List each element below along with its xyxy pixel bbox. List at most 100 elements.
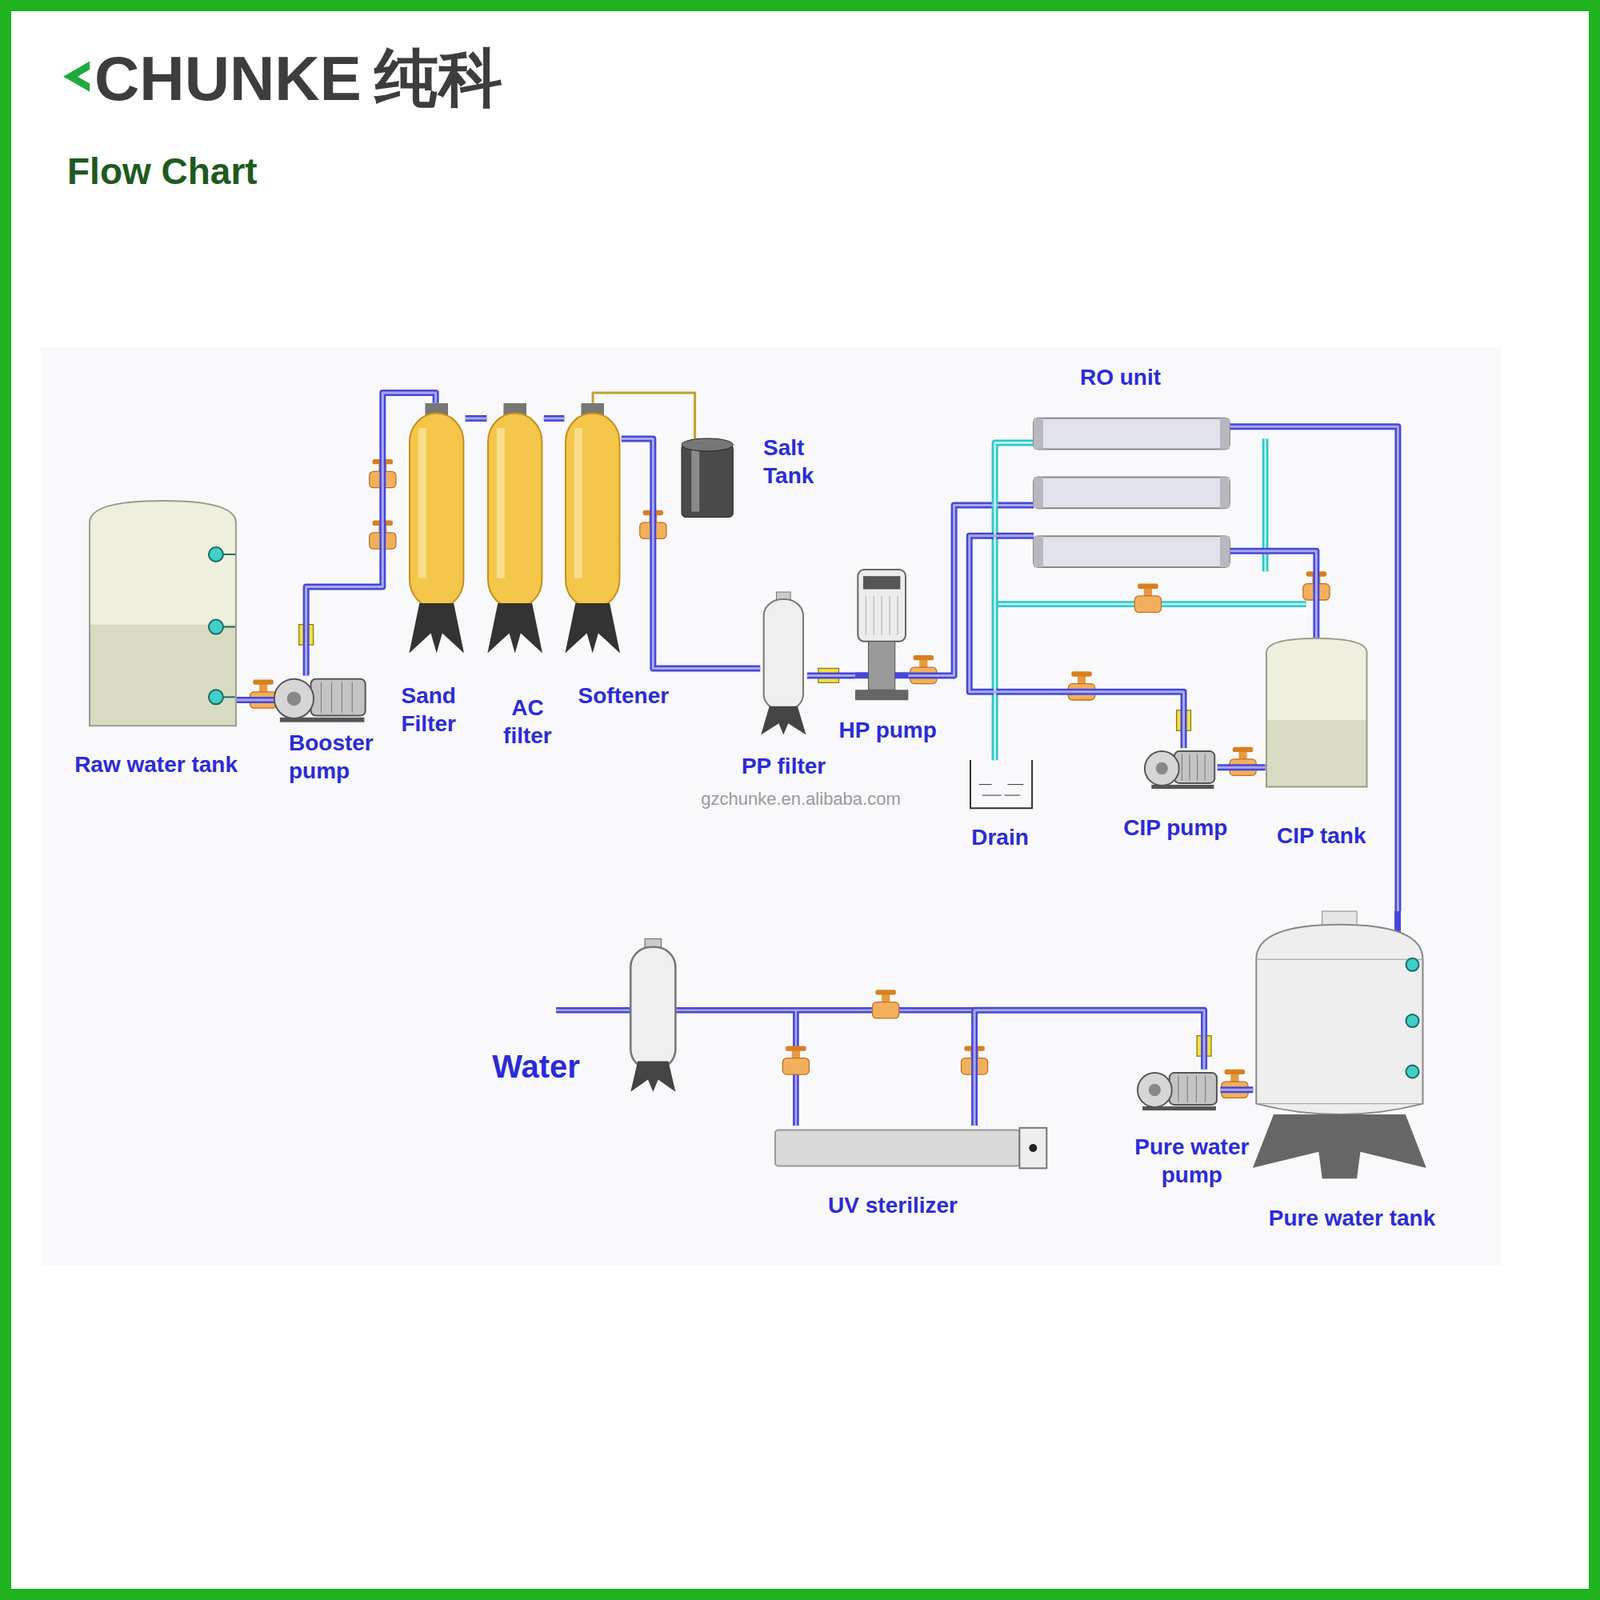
equipment-shape — [888, 595, 890, 635]
ro-unit: RO unit — [1033, 413, 1230, 569]
pipe-highlight — [556, 1010, 975, 1126]
valve-symbol — [1232, 747, 1254, 752]
equipment-shape — [1256, 924, 1424, 1115]
backdrop — [40, 347, 1503, 1266]
softener: Softener — [564, 403, 621, 654]
pipe-highlight — [465, 416, 488, 420]
equipment-label: HP pump — [838, 716, 936, 744]
pipe-connector — [1217, 764, 1266, 771]
pipe-connector — [236, 696, 276, 704]
equipment-shape — [760, 706, 806, 736]
equipment-shape — [1256, 1103, 1424, 1104]
equipment-shape — [855, 689, 908, 700]
valve-symbol — [1224, 1069, 1246, 1075]
equipment-shape — [1033, 413, 1230, 569]
equipment-shape — [418, 428, 427, 579]
equipment-shape — [1033, 536, 1230, 568]
outlet-filter — [630, 947, 676, 1070]
equipment-shape — [1174, 751, 1215, 784]
equipment-shape — [287, 692, 302, 707]
equipment-shape — [1252, 1114, 1427, 1179]
equipment-label: UV sterilizer — [828, 1191, 958, 1220]
equipment-shape — [1178, 1075, 1180, 1102]
equipment-shape — [979, 784, 992, 785]
cip-tank: CIP tank — [1265, 637, 1368, 788]
equipment-shape — [1265, 720, 1368, 788]
equipment-label: Softener — [578, 681, 670, 710]
pipe-highlight — [995, 443, 1034, 761]
equipment-shape — [565, 603, 621, 654]
equipment-shape — [88, 624, 237, 727]
valve-symbol — [910, 655, 937, 684]
equipment-shape — [352, 682, 353, 713]
pipe-highlight — [1217, 766, 1266, 769]
pipe-highlight — [807, 674, 856, 677]
equipment-label: Pure water tank — [1268, 1204, 1436, 1232]
salt-tank: Salt Tank — [680, 438, 734, 518]
title: Flow Chart — [67, 148, 258, 196]
equipment-shape — [1137, 1072, 1172, 1108]
outlet-label: Water — [492, 1046, 580, 1087]
pipe-highlight — [544, 416, 565, 420]
valve-symbol — [872, 989, 900, 1019]
valve-symbol — [1134, 596, 1161, 612]
equipment-shape — [1252, 911, 1427, 1179]
equipment-shape — [1007, 784, 1024, 785]
equipment-shape — [1181, 754, 1183, 781]
equipment-shape — [341, 682, 343, 713]
equipment-shape — [488, 603, 544, 654]
equipment-label: Salt Tank — [763, 433, 844, 490]
equipment-shape — [691, 448, 700, 512]
sand-filter: Sand Filter — [408, 403, 465, 654]
equipment-shape — [496, 428, 505, 579]
watermark: gzchunke.en.alibaba.com — [700, 788, 901, 811]
equipment-shape — [1187, 1075, 1188, 1102]
equipment-shape — [1196, 1075, 1197, 1102]
equipment-shape — [855, 569, 908, 700]
pipe-connector — [1229, 551, 1316, 638]
valve-symbol — [250, 679, 277, 708]
valve-symbol — [872, 1002, 900, 1019]
pipe-connector — [807, 672, 856, 679]
equipment-shape — [1148, 1084, 1161, 1096]
valve-symbol — [875, 989, 896, 995]
hp-pump: HP pump — [855, 569, 908, 700]
equipment-label: CIP tank — [1276, 821, 1367, 850]
raw-water-tank: Raw water tank — [88, 500, 237, 727]
equipment-shape — [1033, 476, 1044, 508]
concentrate-pipe — [995, 438, 1307, 604]
equipment-shape — [1196, 754, 1198, 781]
equipment-shape — [1148, 748, 1218, 789]
equipment-shape — [409, 412, 464, 608]
equipment-shape — [320, 682, 322, 713]
equipment-shape — [1144, 751, 1180, 786]
valve-symbol — [1071, 671, 1092, 676]
equipment-label: Sand Filter — [384, 681, 473, 738]
valve-symbol — [782, 1045, 809, 1075]
equipment-label: Drain — [971, 823, 1029, 852]
equipment-shape — [1169, 1072, 1217, 1105]
equipment-shape — [868, 641, 895, 690]
equipment-label: Booster pump — [288, 728, 401, 785]
pipe-connector — [995, 443, 1034, 761]
equipment-shape — [1033, 417, 1044, 449]
equipment-shape — [565, 412, 620, 608]
equipment-shape — [1029, 1144, 1038, 1152]
equipment-label: PP filter — [741, 752, 826, 780]
equipment-shape — [89, 500, 236, 726]
equipment-shape — [1406, 958, 1420, 972]
equipment-shape — [331, 682, 332, 713]
equipment-label: Pure water pump — [1120, 1132, 1264, 1189]
equipment-shape — [1406, 1065, 1420, 1079]
equipment-shape — [1033, 476, 1230, 508]
equipment-shape — [881, 595, 883, 635]
equipment-shape — [1266, 638, 1368, 788]
pipe-highlight — [1229, 551, 1316, 638]
equipment-shape — [1406, 1014, 1420, 1028]
drain: Drain — [969, 760, 1033, 809]
equipment-shape — [1020, 1128, 1048, 1169]
pipe-connector — [621, 438, 760, 668]
equipment-shape — [1205, 1075, 1207, 1102]
equipment-shape — [1265, 637, 1368, 788]
